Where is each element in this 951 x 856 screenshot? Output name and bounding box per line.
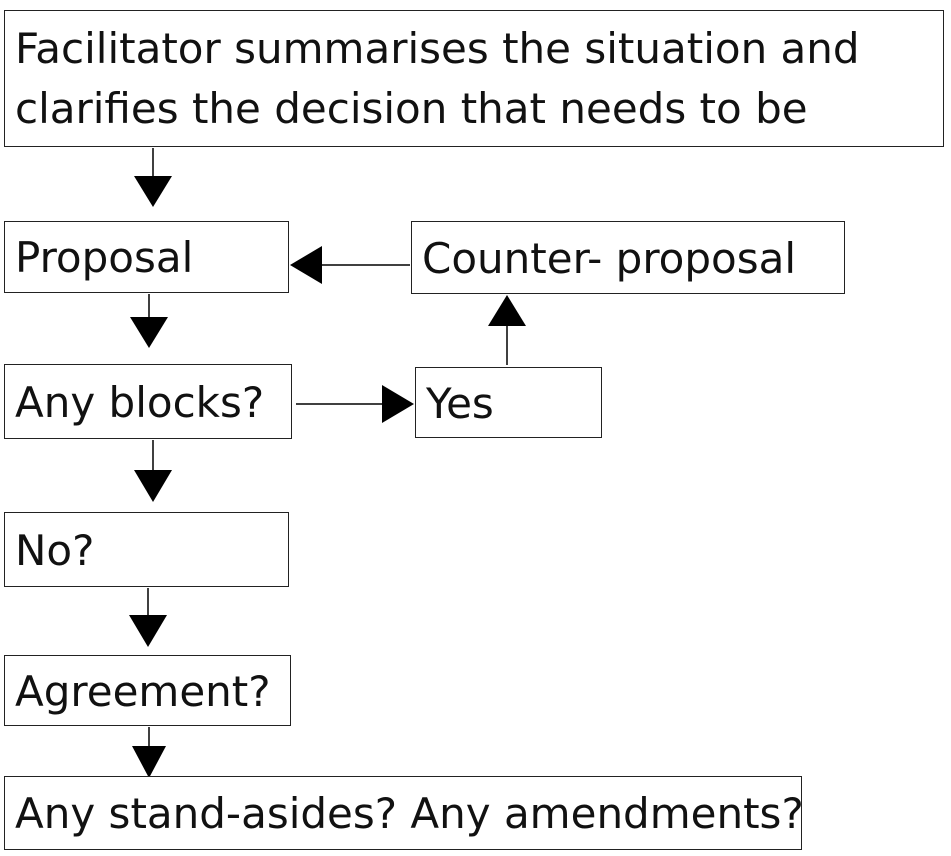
no-text: No? [15, 526, 95, 575]
edge-counter-to-proposal [290, 246, 410, 284]
any-blocks-text: Any blocks? [15, 378, 265, 427]
facilitator-box: Facilitator summarises the situation and… [4, 10, 944, 147]
proposal-text: Proposal [15, 233, 194, 282]
edge-agreement-to-standasides [132, 727, 166, 778]
facilitator-text: Facilitator summarises the situation and… [15, 24, 860, 146]
edge-no-to-agreement [129, 588, 167, 647]
stand-asides-box: Any stand-asides? Any amendments? [4, 776, 802, 850]
agreement-box: Agreement? [4, 655, 291, 726]
edge-blocks-to-yes [296, 385, 414, 423]
proposal-box: Proposal [4, 221, 289, 293]
edge-facilitator-to-proposal [134, 148, 172, 207]
counter-proposal-text: Counter- proposal [422, 234, 797, 283]
any-blocks-box: Any blocks? [4, 364, 292, 439]
stand-asides-text: Any stand-asides? Any amendments? [15, 789, 802, 838]
no-box: No? [4, 512, 289, 587]
counter-proposal-box: Counter- proposal [411, 221, 845, 294]
yes-box: Yes [415, 367, 602, 438]
edge-yes-to-counter [488, 295, 526, 365]
agreement-text: Agreement? [15, 667, 271, 716]
edge-proposal-to-blocks [130, 294, 168, 348]
edge-blocks-to-no [134, 440, 172, 502]
yes-text: Yes [426, 379, 494, 428]
